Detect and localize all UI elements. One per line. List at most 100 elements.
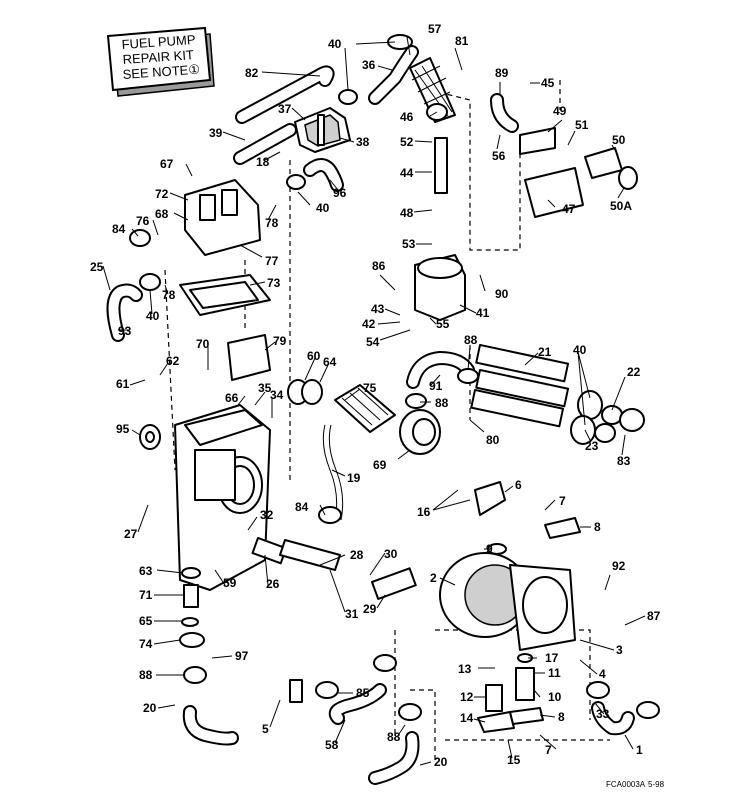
callout: 20 [434, 755, 448, 769]
callout: 1 [636, 743, 643, 757]
callout: 37 [278, 102, 292, 116]
callout: 4 [599, 667, 606, 681]
callout: 67 [160, 157, 174, 171]
callout: 65 [139, 614, 153, 628]
callout: 21 [538, 345, 552, 359]
callout: 11 [548, 666, 561, 680]
figure-footer: FCA0003A 5-98 [606, 780, 665, 789]
callout: 40 [328, 37, 342, 51]
callout: 84 [295, 500, 309, 514]
callout: 29 [363, 602, 377, 616]
callout: 85 [356, 686, 370, 700]
callout: 87 [647, 609, 661, 623]
callout: 55 [436, 317, 450, 331]
callout: 73 [267, 276, 281, 290]
callout: 17 [545, 651, 559, 665]
callout: 6 [515, 478, 522, 492]
callout: 8 [594, 520, 601, 534]
assembly-dashed-lines [164, 80, 610, 760]
callout: 84 [112, 222, 126, 236]
note-line-2: REPAIR KIT [122, 47, 194, 67]
note-line-1: FUEL PUMP [121, 32, 196, 52]
callout: 41 [476, 306, 490, 320]
callout: 23 [585, 439, 599, 453]
callout: 54 [366, 335, 380, 349]
callout: 35 [258, 381, 272, 395]
callout: 92 [612, 559, 626, 573]
callout: 48 [400, 206, 414, 220]
callout: 79 [273, 334, 287, 348]
callout: 14 [460, 711, 474, 725]
callout: 18 [256, 155, 270, 169]
callout: 9 [486, 542, 493, 556]
callout: 75 [363, 381, 377, 395]
callout: 88 [464, 333, 478, 347]
callout: 45 [541, 76, 555, 90]
callout: 30 [384, 547, 398, 561]
callout: 89 [495, 66, 509, 80]
callout: 40 [146, 309, 160, 323]
callout: 82 [245, 66, 259, 80]
callout: 60 [307, 349, 321, 363]
callout: 43 [371, 302, 385, 316]
callout: 88 [435, 396, 449, 410]
callout: 91 [429, 379, 443, 393]
callout: 51 [575, 118, 589, 132]
callout: 58 [325, 738, 339, 752]
callout: 19 [347, 471, 361, 485]
callout: 81 [455, 34, 469, 48]
callout: 7 [559, 494, 566, 508]
callout: 59 [223, 576, 237, 590]
connector-29 [371, 567, 417, 600]
callout: 32 [260, 508, 274, 522]
vapor-separator-cover [184, 179, 261, 256]
callout: 80 [486, 433, 500, 447]
callout: 31 [345, 607, 359, 621]
callout: 8 [558, 710, 565, 724]
callout: 44 [400, 166, 414, 180]
callout: 22 [627, 365, 641, 379]
callout: 63 [139, 564, 153, 578]
callout: 2 [430, 571, 437, 585]
callout: 97 [235, 649, 249, 663]
callout: 46 [400, 110, 414, 124]
callout: 61 [116, 377, 130, 391]
callout: 33 [596, 707, 610, 721]
vapor-separator-housing [174, 404, 271, 591]
callout: 86 [372, 259, 386, 273]
figure-date: 5-98 [648, 780, 665, 789]
callout: 49 [553, 104, 567, 118]
callout: 42 [362, 317, 376, 331]
callout: 7 [545, 743, 552, 757]
callout: 15 [507, 753, 521, 767]
filter-cap-69 [399, 409, 441, 455]
callout-leaders [102, 36, 646, 766]
callout: 40 [573, 343, 587, 357]
callout: 72 [155, 187, 169, 201]
callout: 12 [460, 690, 474, 704]
callout: 10 [548, 690, 562, 704]
callout: 50A [610, 199, 632, 213]
callout: 90 [495, 287, 509, 301]
callout: 40 [316, 201, 330, 215]
callout: 76 [136, 214, 150, 228]
float-bowl [414, 254, 466, 321]
fuel-filter-cooler-21 [470, 343, 570, 428]
callout: 71 [139, 588, 153, 602]
callout: 69 [373, 458, 387, 472]
callout: 96 [333, 186, 347, 200]
callout: 57 [428, 22, 442, 36]
hose-19 [322, 424, 344, 521]
callout: 93 [118, 324, 132, 338]
callout: 88 [387, 730, 401, 744]
callout: 62 [166, 354, 180, 368]
callout: 95 [116, 422, 130, 436]
callout: 83 [617, 454, 631, 468]
callout: 13 [458, 662, 472, 676]
callout: 16 [417, 505, 431, 519]
callout: 25 [90, 260, 104, 274]
callout: 52 [400, 135, 414, 149]
callout: 36 [362, 58, 376, 72]
callout: 28 [350, 548, 364, 562]
